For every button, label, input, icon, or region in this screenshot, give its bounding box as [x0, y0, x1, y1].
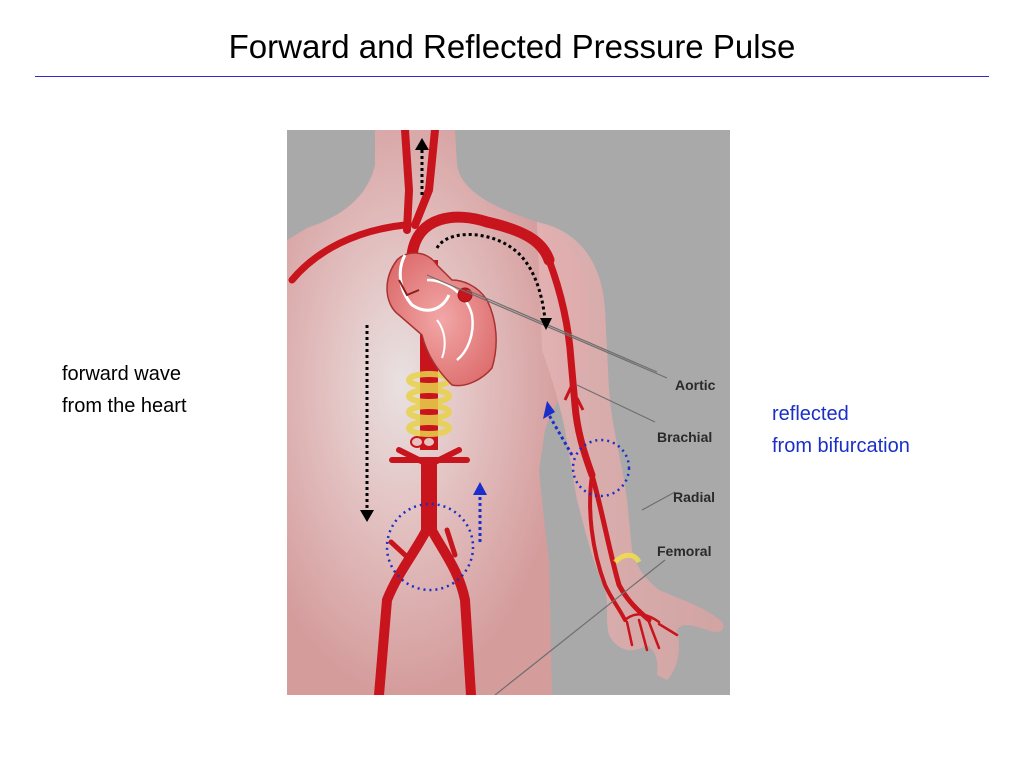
label-femoral: Femoral	[657, 543, 711, 559]
right-carotid-artery	[411, 130, 439, 229]
right-iliac-artery	[424, 520, 476, 695]
aortic-arch	[406, 211, 555, 266]
femoral-leader-line	[494, 559, 666, 695]
label-aortic: Aortic	[675, 377, 716, 393]
forward-arrowhead-up	[415, 138, 429, 150]
title-divider	[35, 76, 989, 77]
brachial-leader-line	[466, 289, 658, 373]
reflected-arrowhead-iliac	[473, 482, 487, 495]
reflected-arrow-arm	[547, 414, 574, 456]
elbow-reflection-circle	[571, 438, 631, 498]
brachial-artery	[545, 256, 596, 479]
reflected-caption-line-2: from bifurcation	[772, 435, 910, 457]
left-carotid-artery	[401, 130, 414, 234]
bifurcation-reflection-circle	[385, 502, 475, 592]
radial-artery	[589, 472, 652, 623]
reflected-wave-caption: reflected from bifurcation	[772, 398, 910, 462]
label-radial: Radial	[673, 489, 715, 505]
internal-iliac-branches	[388, 527, 458, 558]
brachial-leader-line-2	[576, 384, 656, 423]
elbow-branch	[563, 384, 585, 411]
forward-caption-line-2: from the heart	[62, 395, 187, 417]
reflected-caption-line-1: reflected	[772, 403, 849, 425]
radial-leader-line	[641, 491, 676, 511]
label-brachial: Brachial	[657, 429, 712, 445]
forward-caption-line-1: forward wave	[62, 363, 181, 385]
heart-illustration	[386, 252, 497, 387]
wrist-marker	[613, 552, 642, 564]
forward-wave-arrows	[365, 150, 547, 510]
mesenteric-stub-2	[422, 436, 436, 448]
reflected-wave-arrows	[478, 414, 574, 542]
arm-silhouette	[537, 222, 724, 680]
left-subclavian-artery	[288, 221, 409, 284]
palmar-arch	[623, 613, 679, 652]
forward-arrowhead-down	[360, 510, 374, 522]
mesenteric-stub-1	[410, 436, 424, 448]
forward-wave-caption: forward wave from the heart	[62, 358, 187, 422]
ulnar-artery	[588, 473, 627, 622]
arterial-anatomy-figure: Aortic Brachial Radial Femoral	[287, 130, 730, 695]
left-iliac-artery	[374, 520, 434, 695]
slide-title: Forward and Reflected Pressure Pulse	[228, 28, 796, 65]
forward-arrowhead-arch	[540, 318, 552, 330]
forward-arrow-arch	[435, 233, 547, 321]
reflected-arrowhead-arm	[543, 401, 555, 419]
